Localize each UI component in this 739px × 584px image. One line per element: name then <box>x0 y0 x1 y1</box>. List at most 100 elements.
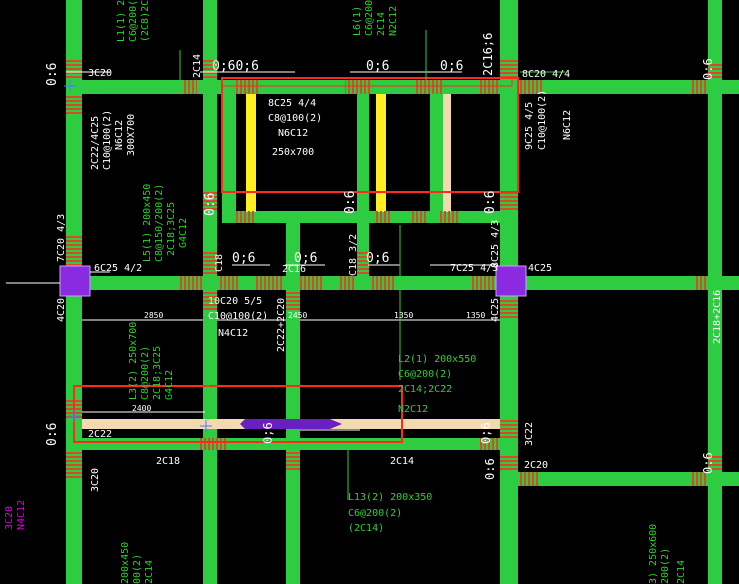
label-2c14-bottom: 2C14 <box>390 456 414 467</box>
label-dim-1350-b: 1350 <box>466 311 485 320</box>
rebar-mark <box>203 60 217 80</box>
rebar-mark <box>374 211 390 223</box>
label-2c16-6: 2C16;6 <box>481 33 495 76</box>
label-l5-1: L5(1) 200x450 <box>142 184 153 262</box>
label-l5-3: 2C18;3C25 <box>166 202 177 256</box>
beam-vertical-top-stub-2 <box>430 86 444 222</box>
label-c18: C18 <box>214 254 225 272</box>
rebar-mark <box>690 80 708 94</box>
label-bottom-left-1: 200x450 <box>120 542 131 584</box>
label-mid-06-e: 0;6 <box>366 251 389 266</box>
label-colbeam-2: C10@100(2) <box>102 110 113 170</box>
label-l2-3: 2C14;2C22 <box>398 384 452 395</box>
rebar-mark <box>200 438 228 450</box>
label-2c14-top: 2C14 <box>192 54 203 78</box>
rebar-mark <box>183 80 197 94</box>
label-mid-06-c: 0;6 <box>232 251 255 266</box>
label-3c20-low: 3C20 <box>90 468 101 492</box>
highlight-box-top-inner <box>221 77 513 87</box>
rebar-mark <box>500 58 518 80</box>
label-l1-stirrup: C6@200(2 <box>128 0 139 42</box>
label-midbeam-4: 250x700 <box>272 147 314 158</box>
label-3c22-mid: 3C22 <box>524 422 535 446</box>
beam-vertical-far-right <box>708 0 722 584</box>
label-mid-06-low-b: 0;6 <box>479 422 493 444</box>
label-l13-2: C6@200(2) <box>348 508 402 519</box>
rebar-mark <box>500 300 518 318</box>
label-8c25: 8C25 4/3 <box>490 220 501 268</box>
rebar-mark <box>500 420 518 438</box>
rebar-mark <box>203 190 217 212</box>
label-l3-4: G4C12 <box>164 370 175 400</box>
label-mid-06-d: 0;6 <box>294 251 317 266</box>
label-left-06-mid: 0:6 <box>203 193 218 216</box>
label-7c20: 7C20 4/3 <box>56 214 67 262</box>
label-magenta-1: 3C20 <box>4 506 15 530</box>
rebar-mark <box>236 80 258 94</box>
label-c18-32: C18 3/2 <box>348 234 359 276</box>
label-4c25-mid: 4C25 <box>490 298 501 322</box>
label-rightbeam-2: C10@100(2) <box>537 90 548 150</box>
rebar-mark <box>218 276 240 290</box>
label-rightbeam-3: N6C12 <box>562 110 573 140</box>
tan-bar-3 <box>443 94 451 212</box>
label-2c18-bottom: 2C18 <box>156 456 180 467</box>
label-midbeam-2: C8@100(2) <box>268 113 322 124</box>
rebar-mark <box>66 60 82 80</box>
label-l6: L6(1) 200 <box>352 0 363 36</box>
rebar-mark <box>236 211 256 223</box>
label-4c25-right: 4C25 <box>528 263 552 274</box>
label-06-a: 0;6 <box>366 59 389 74</box>
label-10c20-1: 10C20 5/5 <box>208 296 262 307</box>
rebar-mark <box>255 276 283 290</box>
label-midbeam-1: 8C25 4/4 <box>268 98 316 109</box>
label-right-06-top: 0:6 <box>701 58 715 80</box>
beam-horizontal-lower <box>66 438 518 450</box>
label-mid-06-b: 0:6 <box>483 191 498 214</box>
label-l2-2: C6@200(2) <box>398 369 452 380</box>
yellow-bar-2 <box>376 94 386 212</box>
rebar-mark <box>470 276 498 290</box>
rebar-mark <box>694 276 708 290</box>
label-2c16-mid: 2C16 <box>282 264 306 275</box>
label-l3-3: 2C18;3C25 <box>152 346 163 400</box>
rebar-mark <box>203 252 217 276</box>
rebar-mark <box>690 472 708 486</box>
label-l2-1: L2(1) 200x550 <box>398 354 476 365</box>
label-dim-2850: 2850 <box>144 311 163 320</box>
label-mid-06-a: 0:6 <box>343 191 358 214</box>
label-l13-3: (2C14) <box>348 523 384 534</box>
leader-lines <box>6 71 500 431</box>
rebar-mark <box>500 190 518 210</box>
rebar-mark <box>500 456 518 472</box>
label-colbeam-1: 2C22/4C25 <box>90 116 101 170</box>
rebar-mark <box>66 94 82 114</box>
label-060-6: 0;60;6 <box>212 59 259 74</box>
label-l3-2: C8@200(2) <box>140 346 151 400</box>
label-l1: L1(1) 200 <box>116 0 127 42</box>
rebar-mark <box>340 276 356 290</box>
rebar-mark <box>372 276 394 290</box>
rebar-mark <box>480 438 500 450</box>
rebar-mark <box>480 80 500 94</box>
beam-horizontal-top <box>66 80 739 94</box>
label-mid-06-low-a: 0;6 <box>261 422 275 444</box>
label-l5-4: G4C12 <box>178 218 189 248</box>
label-left-06-low: 0:6 <box>45 423 60 446</box>
label-midbeam-3: N6C12 <box>278 128 308 139</box>
label-l6-bars: 2C14 <box>376 12 387 36</box>
label-3c20-top: 3C20 <box>88 68 112 79</box>
label-right-06-low: 0:6 <box>701 452 715 474</box>
label-magenta-2: N4C12 <box>16 500 27 530</box>
label-l6-stirrup: C6@200(2 <box>364 0 375 36</box>
rebar-mark <box>708 456 722 472</box>
label-bottom-left-3: 2C14 <box>144 560 155 584</box>
rebar-mark <box>412 211 426 223</box>
label-06-b: 0;6 <box>440 59 463 74</box>
beam-vertical-mid <box>286 222 300 584</box>
label-colbeam-3: N6C12 <box>114 120 125 150</box>
label-bottom-right-3: 2C14 <box>676 560 687 584</box>
rebar-mark <box>300 276 322 290</box>
